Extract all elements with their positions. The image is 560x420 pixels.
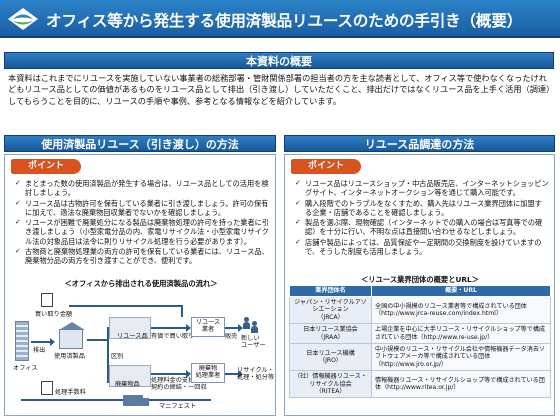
group-desc-cell: 情報機器リユース・リサイクルショップ等で構成されている団体（http://www… — [371, 370, 551, 399]
reuse-procurement-heading: リユース品調達の方法 — [284, 135, 555, 152]
flow-diagram-title: ＜オフィスから排出される使用済製品の流れ＞ — [64, 279, 218, 288]
sale-label: 販売 — [225, 333, 238, 340]
fee-contract-label: 処理料金の支払い・ 契約の締結・一回収 — [151, 377, 207, 391]
processing-fee-label: 処理手数料 — [55, 389, 86, 396]
office-building-icon — [15, 321, 29, 361]
reuse-products-area — [109, 317, 151, 339]
list-item: まとまった数の使用済製品が発生する場合は、リユース品としての活用を検討しましょう… — [15, 179, 271, 198]
buy-price-label: 買い取り金額 — [35, 311, 73, 318]
recycle-arrow — [225, 370, 243, 378]
reuse-disposal-heading: 使用済製品リユース（引き渡し）の方法 — [4, 135, 276, 152]
reuse-products-label: リユース品 — [117, 333, 148, 340]
contract-document-icon — [41, 293, 53, 307]
zone-label: 区別 — [111, 353, 124, 360]
reuse-arrow — [151, 324, 191, 332]
list-item: 購入段階でのトラブルをなくすため、購入先はリユース業界団体に加盟する企業・店舗で… — [295, 199, 549, 218]
point-label: ポイント — [291, 159, 361, 174]
manifest-line — [21, 399, 211, 401]
column-header: 業界団体名 — [289, 285, 372, 297]
user-icon — [243, 317, 250, 329]
list-item: リユース品は古物許可を保有している業者に引き渡しましょう。許可の保有に加えて、適… — [15, 199, 271, 218]
waste-arrow — [151, 370, 191, 378]
group-name-cell: （社）情報機器リユース・リサイクル協会 （RITEA） — [289, 370, 372, 399]
point-label: ポイント — [11, 159, 81, 174]
list-item: 製品を選ぶ際、現物確認（インターネットでの購入の場合は写真等での確認）を十分に行… — [295, 218, 549, 237]
buy-price-line — [69, 305, 181, 307]
table-header-row: 業界団体名 概要・URL — [289, 285, 551, 297]
discharge-label: 排出 — [33, 347, 46, 354]
waste-business-box: 廃棄物 処理業者 — [191, 363, 225, 383]
table-row: ジャパン・リサイクルアソシエーション （JRCA） 全国の中小規模のリユース業者… — [289, 295, 551, 325]
table-row: 日本リユース機構 （JRO） 中小規模のリユース・リサイクル会社や情報機器データ… — [289, 343, 551, 372]
group-desc-cell: 全国の中小規模のリユース業者等で構成されている団体（http://www.jrc… — [371, 295, 551, 325]
list-item: リユースが困難で廃棄処分になる製品は廃棄物処理の許可を持った業者に引き渡しましょ… — [15, 218, 271, 246]
buy-price-line-v — [181, 305, 183, 317]
list-item: リユース品はリユースショップ・中古品販売店、インターネットショッピングサイト、イ… — [295, 179, 549, 198]
group-desc-cell: 中小規模のリユース・リサイクル会社や情報機器データ消去ソフトウェアメーカ等で構成… — [371, 343, 551, 372]
sale-arrow — [225, 324, 243, 332]
group-name-cell: 日本リユース業協会 （JRAA） — [289, 323, 372, 345]
ministry-logo-icon — [8, 8, 38, 30]
fee-document-icon — [41, 381, 53, 395]
group-desc-cell: 上場企業を中心に大手リユース・リサイクルショップ等で構成されている団体（http… — [371, 323, 551, 345]
truck-icon — [123, 395, 149, 406]
product-flow-diagram: 買い取り金額 オフィス 排出 使用済製品 区別 リユース品 有価で買い取り リユ… — [11, 291, 275, 413]
sort-line-v — [107, 327, 109, 383]
warehouse-icon — [59, 322, 85, 349]
title-bar: オフィス等から発生する使用済製品リユースのための手引き（概要） — [0, 0, 560, 38]
reuse-disposal-panel: ポイント まとまった数の使用済製品が発生する場合は、リユース品としての活用を検討… — [4, 154, 276, 416]
reuse-procurement-panel: ポイント リユース品はリユースショップ・中古品販売店、インターネットショッピング… — [284, 154, 555, 416]
industry-groups-table: 業界団体名 概要・URL ジャパン・リサイクルアソシエーション （JRCA） 全… — [289, 285, 551, 399]
industry-table-title: ＜リユース業界団体の概要とURL＞ — [361, 275, 479, 284]
group-name-cell: ジャパン・リサイクルアソシエーション （JRCA） — [289, 295, 372, 325]
discharge-arrow — [31, 338, 55, 346]
manifest-label: マニフェスト — [159, 403, 197, 410]
page-title: オフィス等から発生する使用済製品リユースのための手引き（概要） — [46, 12, 523, 30]
used-products-label: 使用済製品 — [54, 353, 85, 360]
group-name-cell: 日本リユース機構 （JRO） — [289, 343, 372, 372]
disposal-points-list: まとまった数の使用済製品が発生する場合は、リユース品としての活用を検討しましょう… — [15, 179, 271, 267]
list-item: 店舗や製品によっては、品質保証や一定期間の交換制度を設けていますので、そうした制… — [295, 238, 549, 257]
waste-products-label: 廃棄物品 — [115, 381, 140, 388]
office-label: オフィス — [13, 365, 38, 372]
new-user-label: 新しい ユーザー — [241, 335, 266, 349]
overview-heading: 本資料の概要 — [4, 52, 554, 69]
paid-purchase-label: 有価で買い取り — [151, 333, 195, 340]
sort-line — [87, 339, 107, 341]
overview-text: 本資料はこれまでにリユースを実施していない事業者の総務部署・管財関係部署の担当者… — [8, 73, 551, 106]
table-row: 日本リユース業協会 （JRAA） 上場企業を中心に大手リユース・リサイクルショッ… — [289, 323, 551, 345]
waste-products-area — [109, 365, 151, 387]
reuse-business-box: リユース 業者 — [191, 317, 225, 337]
user-icon — [251, 321, 258, 333]
list-item: 古物商と廃棄物処理業の両方の許可を保有している業者には、リユース品、廃棄物分品の… — [15, 247, 271, 266]
procurement-points-list: リユース品はリユースショップ・中古品販売店、インターネットショッピングサイト、イ… — [295, 179, 549, 257]
recycle-label: リサイクル・ 処理・処分等 — [237, 367, 275, 381]
table-row: （社）情報機器リユース・リサイクル協会 （RITEA） 情報機器リユース・リサイ… — [289, 370, 551, 399]
column-header: 概要・URL — [371, 285, 551, 297]
